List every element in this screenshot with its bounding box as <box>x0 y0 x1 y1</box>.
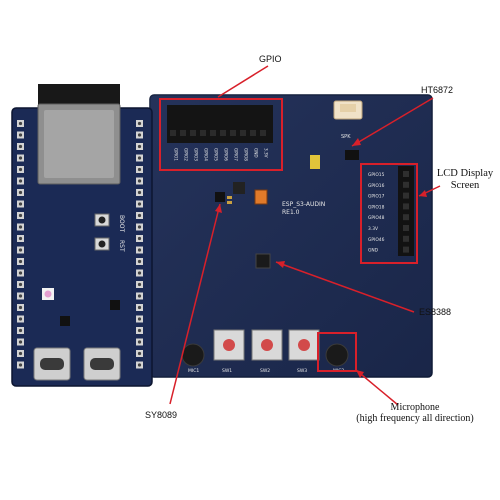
silkscreen-spk: SPK <box>341 134 351 140</box>
gpio-header-connector <box>167 105 273 143</box>
gpio-pin-label: GPIO7 <box>234 148 239 161</box>
lcd-label: LCD Display Screen <box>430 168 500 191</box>
lcd-header-connector <box>398 166 414 256</box>
lcd-pin-label: GPIO46 <box>368 237 385 243</box>
esp32-module-can <box>44 110 114 178</box>
esp32-devkit-board <box>11 84 153 387</box>
sw1-button[interactable] <box>213 329 245 361</box>
sy8089-label: SY8089 <box>145 410 178 420</box>
es8388-leader-line <box>275 261 415 313</box>
gpio-pin-label: GPIO4 <box>204 148 209 161</box>
gpio-header-hole <box>170 130 176 136</box>
lcd-label-line2: Screen <box>450 179 480 191</box>
lcd-pin-label: GPIO15 <box>368 172 385 178</box>
silkscreen-board-name: ESP_S3-AUDIN <box>282 201 325 208</box>
capacitor-orange <box>254 189 268 205</box>
sw2-button[interactable] <box>251 329 283 361</box>
gpio-pin-label: GPIO1 <box>174 148 179 161</box>
gpio-header-hole <box>220 130 226 136</box>
lcd-pin-label: GPIO48 <box>368 215 385 221</box>
lcd-pin-label: GPIO17 <box>368 194 385 200</box>
devkit-right-pins <box>136 120 143 369</box>
microphone-label-line2: (high frequency all direction) <box>356 413 474 424</box>
lcd-header-hole <box>403 214 409 221</box>
gpio-header-hole <box>190 130 196 136</box>
lcd-pin-label: GND <box>368 248 379 254</box>
lcd-pin-label: 3.3V <box>368 226 378 232</box>
gpio-header-hole <box>230 130 236 136</box>
lcd-header-hole <box>403 235 409 242</box>
silkscreen-mic1: MIC1 <box>188 368 199 374</box>
lcd-label-line1: LCD Display <box>436 168 494 179</box>
gpio-pin-label: GPIO8 <box>244 148 249 161</box>
lcd-pin-label: GPIO18 <box>368 204 385 210</box>
ht6872-chip <box>345 150 359 160</box>
ht6872-leader-line <box>351 97 434 147</box>
gpio-pin-label: 3.3V <box>264 148 269 158</box>
gpio-header-hole <box>210 130 216 136</box>
silkscreen-sw2: SW2 <box>260 368 270 374</box>
small-ic <box>233 182 245 194</box>
lcd-callout-box <box>360 163 418 264</box>
sw3-button[interactable] <box>288 329 320 361</box>
gpio-pin-label: GPIO6 <box>224 148 229 161</box>
capacitor-yellow <box>310 155 320 169</box>
es8388-chip <box>255 253 271 269</box>
es8388-label: ES8388 <box>419 307 452 317</box>
lcd-header-hole <box>403 181 409 188</box>
gpio-header-hole <box>240 130 246 136</box>
silkscreen-rst: RST <box>118 240 125 252</box>
mic2 <box>325 343 349 367</box>
gpio-header-hole <box>200 130 206 136</box>
gpio-label: GPIO <box>259 54 282 64</box>
ht6872-label: HT6872 <box>421 85 454 95</box>
gpio-pin-label: GPIO3 <box>194 148 199 161</box>
silkscreen-board-rev: RE1.0 <box>282 209 300 216</box>
lcd-pin-label: GPIO16 <box>368 183 385 189</box>
devkit-left-pins <box>17 120 24 369</box>
gpio-callout-box <box>159 98 283 171</box>
gpio-pin-label: GND <box>254 148 259 158</box>
lcd-header-hole <box>403 192 409 199</box>
silkscreen-sw3: SW3 <box>297 368 307 374</box>
silkscreen-sw1: SW1 <box>222 368 232 374</box>
microphone-label-line1: Microphone <box>390 402 440 413</box>
gpio-header-hole <box>250 130 256 136</box>
microphone-label: Microphone (high frequency all direction… <box>330 402 500 424</box>
silkscreen-boot: BOOT <box>118 215 125 232</box>
gpio-leader-line <box>217 65 269 98</box>
mic1 <box>181 343 205 367</box>
gpio-pin-label: GPIO2 <box>184 148 189 161</box>
lcd-header-hole <box>403 225 409 231</box>
sy8089-leader-line <box>169 203 221 405</box>
lcd-header-hole <box>403 171 409 177</box>
mic-callout-box <box>317 332 357 372</box>
gpio-pin-label: GPIO5 <box>214 148 219 161</box>
lcd-header-hole <box>403 246 409 253</box>
sy8089-chip <box>215 192 225 202</box>
gpio-header-hole <box>180 130 186 136</box>
mic-leader-line <box>355 369 399 406</box>
lcd-header-hole <box>403 203 409 210</box>
gpio-pin-labels: GPIO1 GPIO2 GPIO3 GPIO4 GPIO5 GPIO6 GPIO7 GPIO8… <box>170 130 269 161</box>
gpio-header-hole <box>260 130 266 136</box>
